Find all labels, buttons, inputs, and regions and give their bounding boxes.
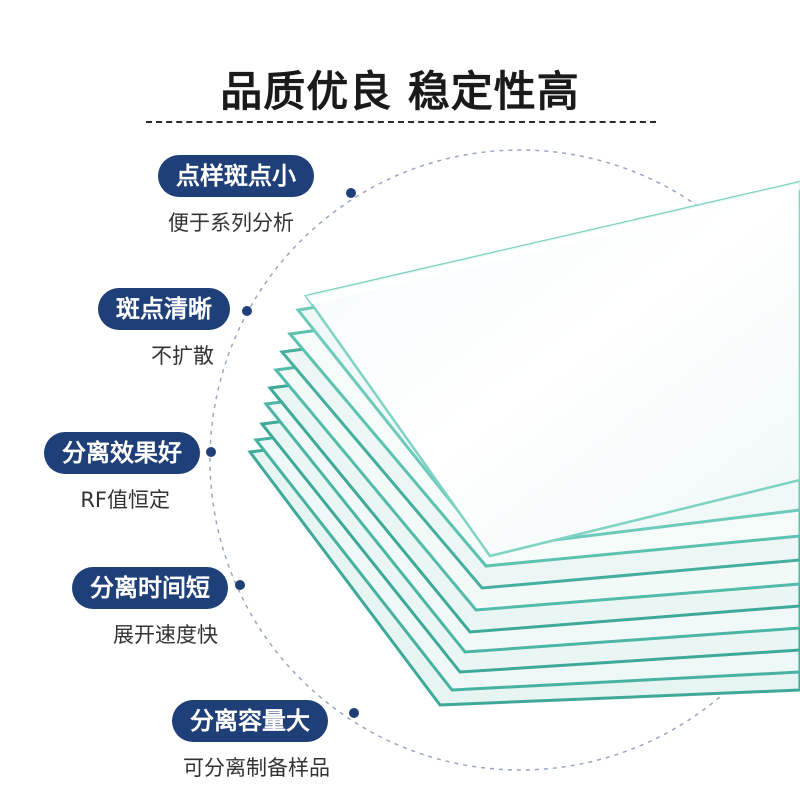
feature-badge: 分离时间短 <box>72 567 228 609</box>
dashed-arc <box>209 149 800 771</box>
feature-badge: 分离效果好 <box>44 432 200 474</box>
feature-description: 不扩散 <box>151 344 214 368</box>
arc-dot <box>242 306 252 316</box>
feature-badge: 分离容量大 <box>172 700 328 742</box>
arc-dot <box>206 447 216 457</box>
feature-description: RF值恒定 <box>80 488 170 512</box>
plate-stack <box>247 180 800 707</box>
page-title: 品质优良 稳定性高 <box>220 67 580 116</box>
feature-description: 可分离制备样品 <box>183 756 330 780</box>
feature-1: 点样斑点小 便于系列分析 <box>0 155 314 237</box>
arc-dot <box>346 188 356 198</box>
arc-dot <box>235 580 245 590</box>
feature-4: 分离时间短 展开速度快 <box>0 567 228 649</box>
feature-description: 展开速度快 <box>113 623 218 647</box>
feature-badge: 斑点清晰 <box>98 288 230 330</box>
feature-badge: 点样斑点小 <box>158 155 314 197</box>
feature-5: 分离容量大 可分离制备样品 <box>8 700 330 782</box>
feature-description: 便于系列分析 <box>168 211 294 235</box>
feature-3: 分离效果好 RF值恒定 <box>0 432 200 514</box>
feature-2: 斑点清晰 不扩散 <box>0 288 230 370</box>
title-dashed-divider <box>146 121 656 123</box>
arc-dot <box>349 708 359 718</box>
